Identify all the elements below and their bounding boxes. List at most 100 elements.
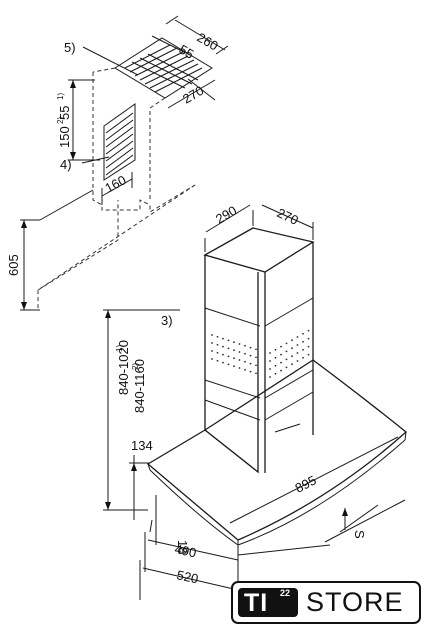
vent-hole [291,355,293,358]
vent-hole [291,339,293,342]
vent-hole [238,367,241,369]
vent-hole [222,361,224,364]
ti-store-logo: TI 22 STORE [231,581,421,624]
vent-hole [255,364,257,367]
vent-hole [296,344,299,346]
chimney-vent-holes[interactable] [211,329,310,378]
vent-hole [296,336,299,338]
vent-hole [269,360,271,362]
vent-hole [296,360,299,362]
vent-hole [216,359,219,362]
dim-605: 605 [6,254,21,276]
vent-hole [280,369,282,372]
vent-hole [307,337,310,340]
dimension-arrowheads [21,80,348,516]
vent-hole [244,360,246,363]
vent-hole [227,339,230,342]
glass-canopy [146,359,408,546]
vent-hole [280,353,282,356]
vent-hole [222,353,224,356]
wall-bracket-grille [103,103,136,181]
vent-hole [255,356,257,359]
footnote-2-a: 2) [56,117,65,124]
vent-hole [233,349,235,352]
vent-hole [269,368,271,370]
vent-hole [227,355,230,358]
dim-840-1020: 840-1020 [116,340,131,395]
vent-hole [269,352,271,354]
vent-hole [249,362,252,365]
vent-hole [216,335,219,338]
footnote-1-a: 1) [56,93,65,100]
vent-hole [216,351,219,354]
vent-hole [244,344,246,347]
vent-hole [233,365,235,368]
chimney [203,227,315,474]
vent-hole [244,352,246,355]
vent-hole [280,361,282,364]
vent-hole [291,347,293,350]
vent-hole [211,342,213,344]
vent-hole [233,357,235,360]
dim-260: 260 [195,30,221,54]
vent-hole [269,376,271,378]
dim-55: 55 [57,106,72,120]
vent-hole [238,343,241,345]
dim-270: 270 [275,205,301,228]
vent-hole [238,359,241,361]
vent-hole [249,370,252,373]
ceiling-outlet-grille [114,37,213,99]
logo-mark-text: TI [244,589,269,617]
dim-134: 134 [131,438,153,453]
vent-hole [249,346,252,349]
vent-hole [307,353,310,356]
vent-hole [296,352,299,354]
upper-chimney-outline [37,67,196,310]
vent-hole [211,334,213,336]
vent-hole [291,363,293,366]
vent-hole [274,364,277,367]
vent-hole [274,348,277,351]
vent-hole [285,342,288,345]
vent-hole [285,350,288,353]
label-s: S [352,530,367,539]
footnote-2-b: 2) [131,363,140,370]
dim-520: 520 [175,567,199,586]
vent-hole [222,337,224,340]
vent-hole [227,347,230,350]
vent-hole [222,345,224,348]
dimension-lines-upper [20,15,229,311]
vent-hole [285,358,288,361]
vent-hole [285,366,288,369]
vent-hole [211,358,213,360]
logo-mark: TI 22 [238,588,298,617]
vent-hole [280,345,282,348]
dim-18: 18 [175,540,190,554]
vent-hole [302,340,304,343]
footnote-3: 3) [161,313,173,328]
vent-hole [302,356,304,359]
dim-840-1160: 840-1160 [132,359,147,413]
dim-150: 150 [57,126,72,148]
control-strip[interactable] [274,423,301,433]
dim-160: 160 [102,172,128,195]
logo-superscript: 22 [280,588,291,598]
vent-hole [302,332,304,335]
dimension-lines-lower [103,204,406,600]
vent-hole [307,345,310,348]
dim-895: 895 [293,472,319,495]
vent-hole [233,341,235,344]
vent-hole [211,350,213,352]
vent-hole [302,348,304,351]
vent-hole [249,354,252,357]
footnote-1-b: 1) [115,345,124,352]
dim-55-top: 55 [177,42,197,62]
vent-hole [307,329,310,332]
footnote-4: 4) [60,157,72,172]
vent-hole [216,343,219,346]
dim-490: 490 [173,541,197,560]
vent-hole [255,372,257,375]
footnote-5: 5) [64,40,76,55]
vent-hole [244,368,246,371]
logo-store-text: STORE [306,587,404,617]
